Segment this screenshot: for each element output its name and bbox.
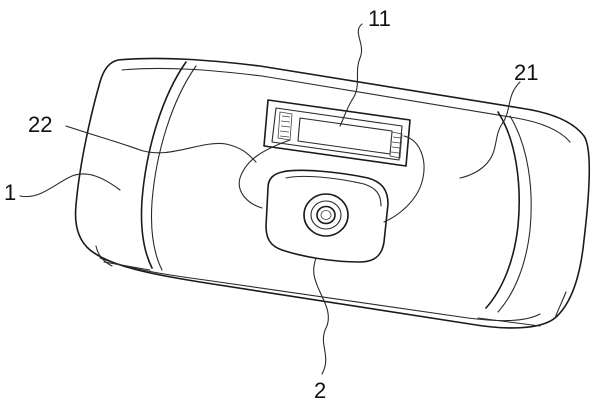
connection-wire [238, 135, 425, 223]
button-module [265, 169, 389, 263]
callout-2: 2 [314, 378, 326, 403]
callout-22: 22 [28, 112, 52, 137]
callout-21: 21 [514, 60, 538, 85]
left-coil-icon [277, 111, 293, 141]
sensor-window-component [263, 99, 411, 167]
leader-lines [19, 23, 521, 375]
callout-1: 1 [4, 180, 16, 205]
right-band-groove [485, 111, 532, 313]
right-coil-icon [389, 131, 403, 159]
housing-body [74, 57, 591, 329]
callout-11: 11 [368, 6, 391, 31]
callout-labels: 11 21 22 1 2 [4, 6, 538, 403]
left-band-groove [140, 61, 197, 271]
round-button-icon [303, 193, 349, 237]
